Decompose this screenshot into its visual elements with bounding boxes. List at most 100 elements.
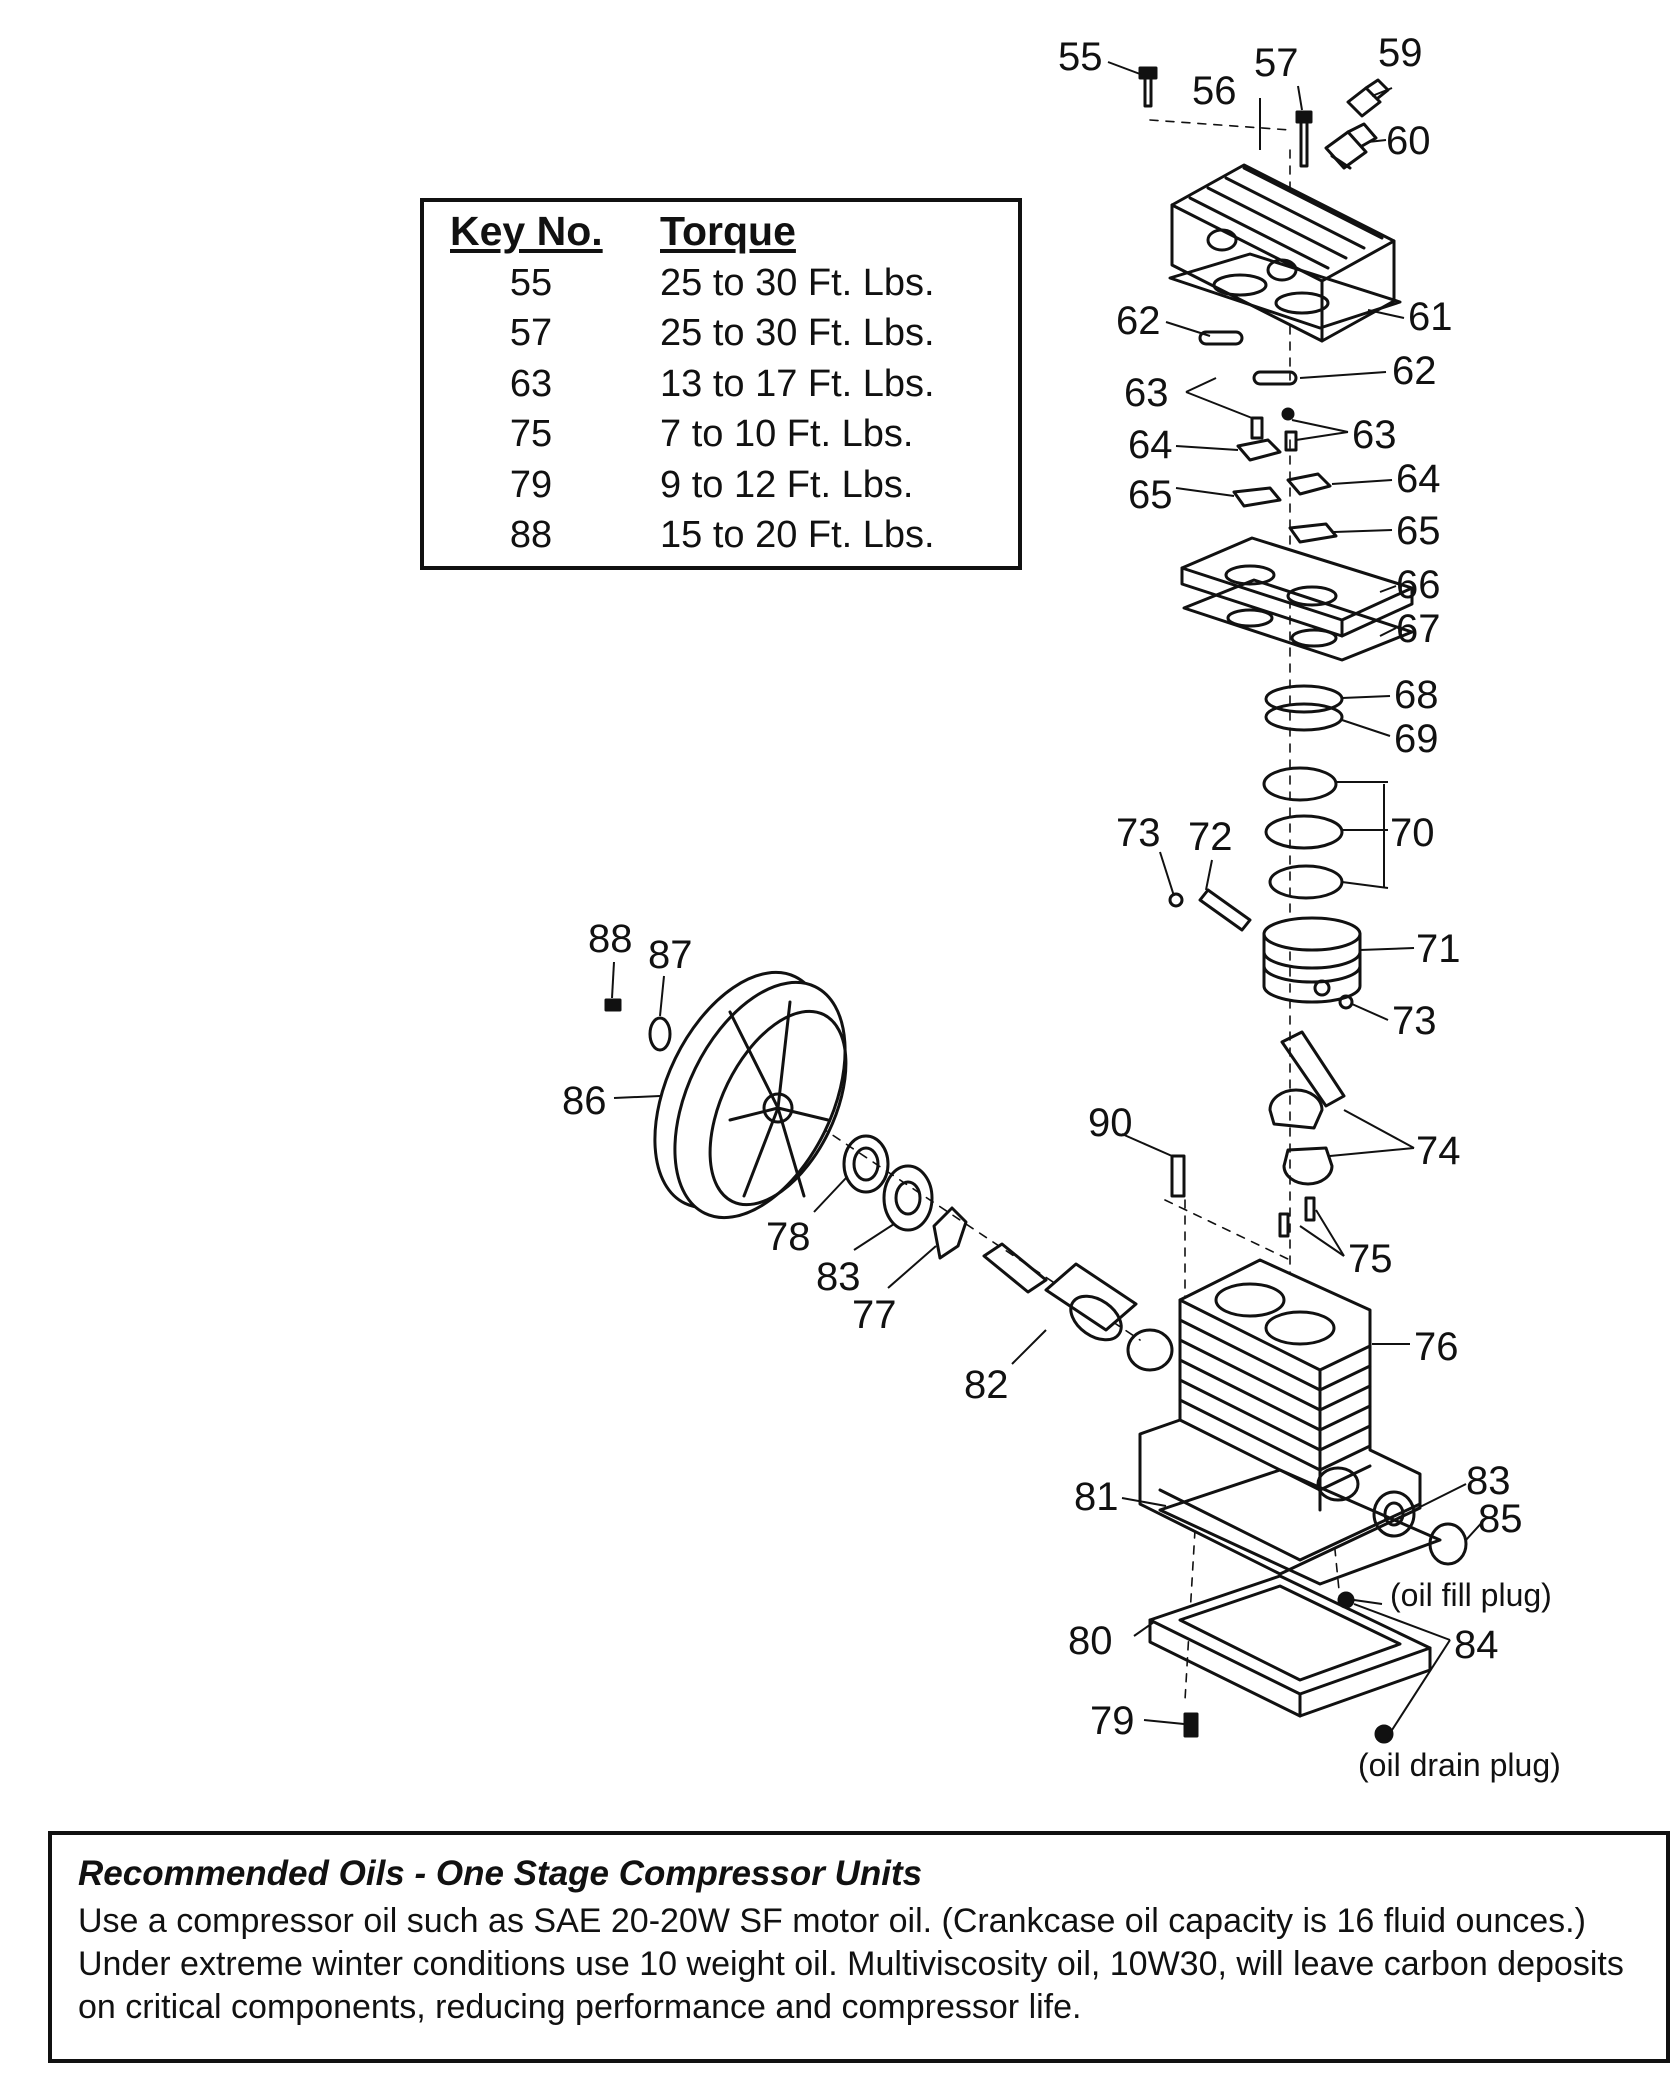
recommended-oils-box: Recommended Oils - One Stage Compressor … (48, 1831, 1670, 2063)
table-row: 88 15 to 20 Ft. Lbs. (424, 514, 1018, 564)
part-57-bolt (1295, 110, 1313, 168)
key-no: 75 (509, 413, 553, 456)
callout-83: 83 (1466, 1459, 1511, 1503)
callout-71: 71 (1416, 927, 1461, 971)
callout-86: 86 (562, 1079, 607, 1123)
key-no: 55 (509, 262, 553, 304)
callout-68: 68 (1394, 673, 1439, 717)
callout-69: 69 (1394, 717, 1439, 761)
callout-66: 66 (1396, 563, 1441, 607)
callout-82: 82 (964, 1363, 1009, 1407)
part-79-bolt (1183, 1712, 1199, 1738)
part-70-ring-mid (1264, 814, 1344, 850)
callout-63: 63 (1352, 413, 1397, 457)
torque-value: 25 to 30 Ft. Lbs. (660, 262, 935, 304)
part-83-bearing-right (1372, 1490, 1416, 1538)
part-86-pulley (653, 970, 848, 1220)
key-no: 63 (509, 362, 553, 405)
callout-57: 57 (1254, 41, 1299, 85)
key-no: 79 (509, 463, 553, 506)
callout-64: 64 (1396, 457, 1441, 501)
callout-79: 79 (1090, 1699, 1135, 1743)
callout-73: 73 (1392, 999, 1437, 1043)
part-70-ring-bot (1268, 864, 1344, 900)
part-83-bearing-left (882, 1164, 934, 1232)
part-71-piston (1262, 916, 1362, 1004)
recommended-oils-title: Recommended Oils - One Stage Compressor … (78, 1854, 923, 1893)
oil-drain-plug-label: (oil drain plug) (1358, 1747, 1561, 1783)
part-62-reed-right (1252, 370, 1298, 386)
callout-78: 78 (766, 1215, 811, 1259)
part-78-seal (842, 1134, 890, 1194)
part-73-clip-left (1168, 892, 1184, 908)
torque-value: 25 to 30 Ft. Lbs. (660, 312, 935, 355)
callout-70: 70 (1390, 811, 1435, 855)
callout-59: 59 (1378, 31, 1423, 75)
part-68-ring (1264, 684, 1344, 714)
exploded-parts-diagram: 55 56 57 59 60 61 62 62 63 63 64 64 65 6… (562, 31, 1561, 1783)
table-row: 55 25 to 30 Ft. Lbs. (424, 262, 1018, 312)
part-63-screws (1250, 407, 1298, 452)
callout-81: 81 (1074, 1475, 1119, 1519)
table-row: 63 13 to 17 Ft. Lbs. (424, 363, 1018, 413)
callout-74: 74 (1416, 1129, 1461, 1173)
callout-72: 72 (1188, 815, 1233, 859)
callout-80: 80 (1068, 1619, 1113, 1663)
part-76-crankcase (1138, 1258, 1422, 1576)
oil-fill-plug-label: (oil fill plug) (1390, 1577, 1552, 1613)
torque-value: 13 to 17 Ft. Lbs. (660, 362, 935, 405)
callout-83: 83 (816, 1255, 861, 1299)
part-67-gasket (1182, 578, 1414, 662)
table-row: 79 9 to 12 Ft. Lbs. (424, 464, 1018, 514)
callout-56: 56 (1192, 69, 1237, 113)
part-84-plug-upper (1337, 1591, 1355, 1609)
callout-90: 90 (1088, 1101, 1133, 1145)
callout-75: 75 (1348, 1237, 1393, 1281)
part-62-reed-left (1198, 330, 1244, 346)
torque-header: Torque (660, 208, 796, 254)
part-61-gasket (1168, 252, 1402, 330)
callout-61: 61 (1408, 295, 1453, 339)
callout-60: 60 (1386, 119, 1431, 163)
part-87-washer (648, 1016, 672, 1052)
part-74-connecting-rod (1268, 1030, 1346, 1186)
part-90-dowel (1170, 1154, 1186, 1198)
callout-63: 63 (1124, 371, 1169, 415)
callout-65: 65 (1396, 509, 1441, 553)
torque-table: Key No. Torque 55 25 to 30 Ft. Lbs. 57 2… (420, 198, 1022, 570)
callout-73: 73 (1116, 811, 1161, 855)
torque-value: 15 to 20 Ft. Lbs. (660, 513, 935, 556)
callout-65: 65 (1128, 473, 1173, 517)
callout-64: 64 (1128, 423, 1173, 467)
part-72-wrist-pin (1198, 888, 1252, 932)
part-85-cap (1428, 1522, 1468, 1566)
callout-84: 84 (1454, 1623, 1499, 1667)
part-59-fitting (1346, 78, 1390, 118)
callout-77: 77 (852, 1293, 897, 1337)
part-80-base-plate (1148, 1574, 1432, 1718)
part-82-crankshaft (982, 1242, 1174, 1372)
table-row: 75 7 to 10 Ft. Lbs. (424, 413, 1018, 463)
callout-62: 62 (1116, 299, 1161, 343)
callout-62: 62 (1392, 349, 1437, 393)
key-no: 88 (509, 513, 553, 556)
part-88-bolt (604, 998, 622, 1012)
part-75-bolts (1278, 1196, 1316, 1238)
part-65-valve-left (1232, 486, 1282, 508)
key-no: 57 (509, 312, 553, 355)
recommended-oils-text: Use a compressor oil such as SAE 20-20W … (78, 1902, 1624, 2026)
part-65-valve-right (1288, 522, 1338, 544)
torque-value: 7 to 10 Ft. Lbs. (660, 413, 914, 456)
callout-88: 88 (588, 917, 633, 961)
part-69-ring (1264, 702, 1344, 732)
table-row: 57 25 to 30 Ft. Lbs. (424, 312, 1018, 362)
callout-85: 85 (1478, 1497, 1523, 1541)
torque-value: 9 to 12 Ft. Lbs. (660, 463, 914, 506)
part-77-gasket (932, 1206, 968, 1260)
part-60-valve (1324, 122, 1378, 170)
part-81-gasket (1158, 1468, 1442, 1586)
leader-lines (611, 61, 1487, 1731)
part-70-ring-top (1262, 766, 1338, 802)
part-64-retainer-right (1286, 472, 1332, 496)
part-64-retainer-left (1236, 438, 1282, 462)
